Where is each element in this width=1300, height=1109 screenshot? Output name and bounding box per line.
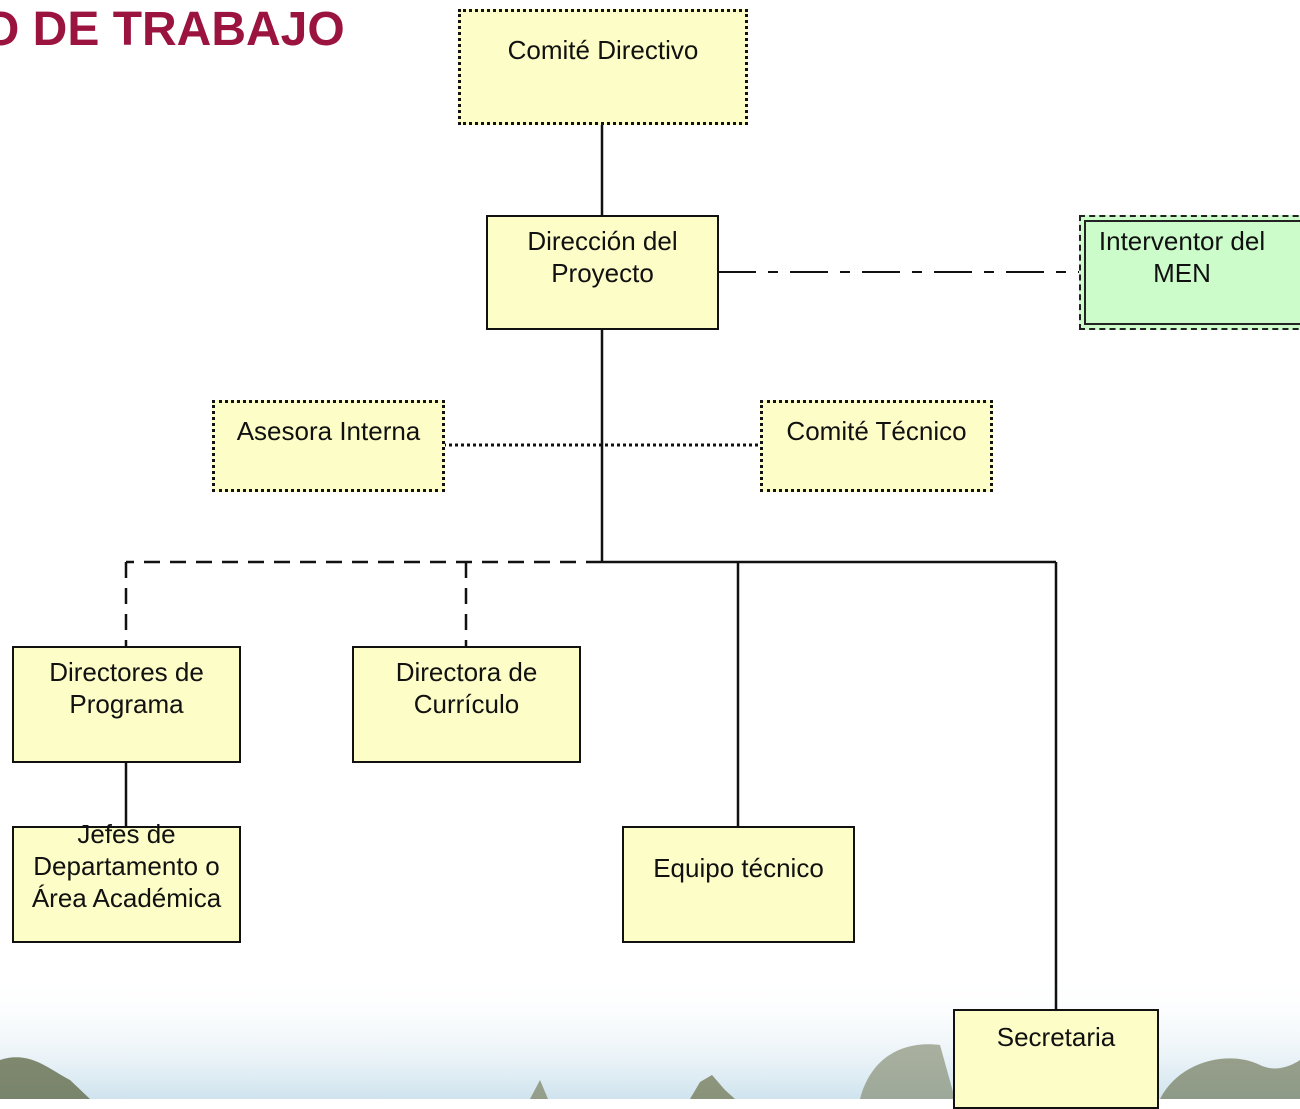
node-interventor-men: Interventor del MEN bbox=[1079, 215, 1300, 330]
node-label: Equipo técnico bbox=[653, 853, 824, 883]
node-asesora-interna: Asesora Interna bbox=[212, 400, 445, 492]
node-label: Directores de Programa bbox=[49, 657, 204, 719]
node-secretaria: Secretaria bbox=[953, 1009, 1159, 1109]
node-label: Dirección del Proyecto bbox=[527, 226, 678, 288]
node-directores-programa: Directores de Programa bbox=[12, 646, 241, 763]
node-comite-tecnico: Comité Técnico bbox=[760, 400, 993, 492]
node-jefes-departamento: Jefes de Departamento o Área Académica bbox=[12, 819, 241, 943]
node-direccion-proyecto: Dirección del Proyecto bbox=[486, 215, 719, 330]
node-label: Comité Técnico bbox=[786, 416, 967, 446]
node-label: Jefes de Departamento o Área Académica bbox=[31, 819, 222, 913]
node-comite-directivo: Comité Directivo bbox=[458, 9, 748, 125]
node-label: Interventor del MEN bbox=[1098, 226, 1266, 288]
page-title: O DE TRABAJO bbox=[0, 3, 345, 56]
node-directora-curriculo: Directora de Currículo bbox=[352, 646, 581, 763]
node-label: Directora de Currículo bbox=[395, 657, 538, 719]
node-label: Secretaria bbox=[996, 1022, 1116, 1052]
node-equipo-tecnico: Equipo técnico bbox=[622, 826, 855, 943]
node-label: Asesora Interna bbox=[236, 416, 421, 446]
node-label: Comité Directivo bbox=[507, 35, 699, 65]
